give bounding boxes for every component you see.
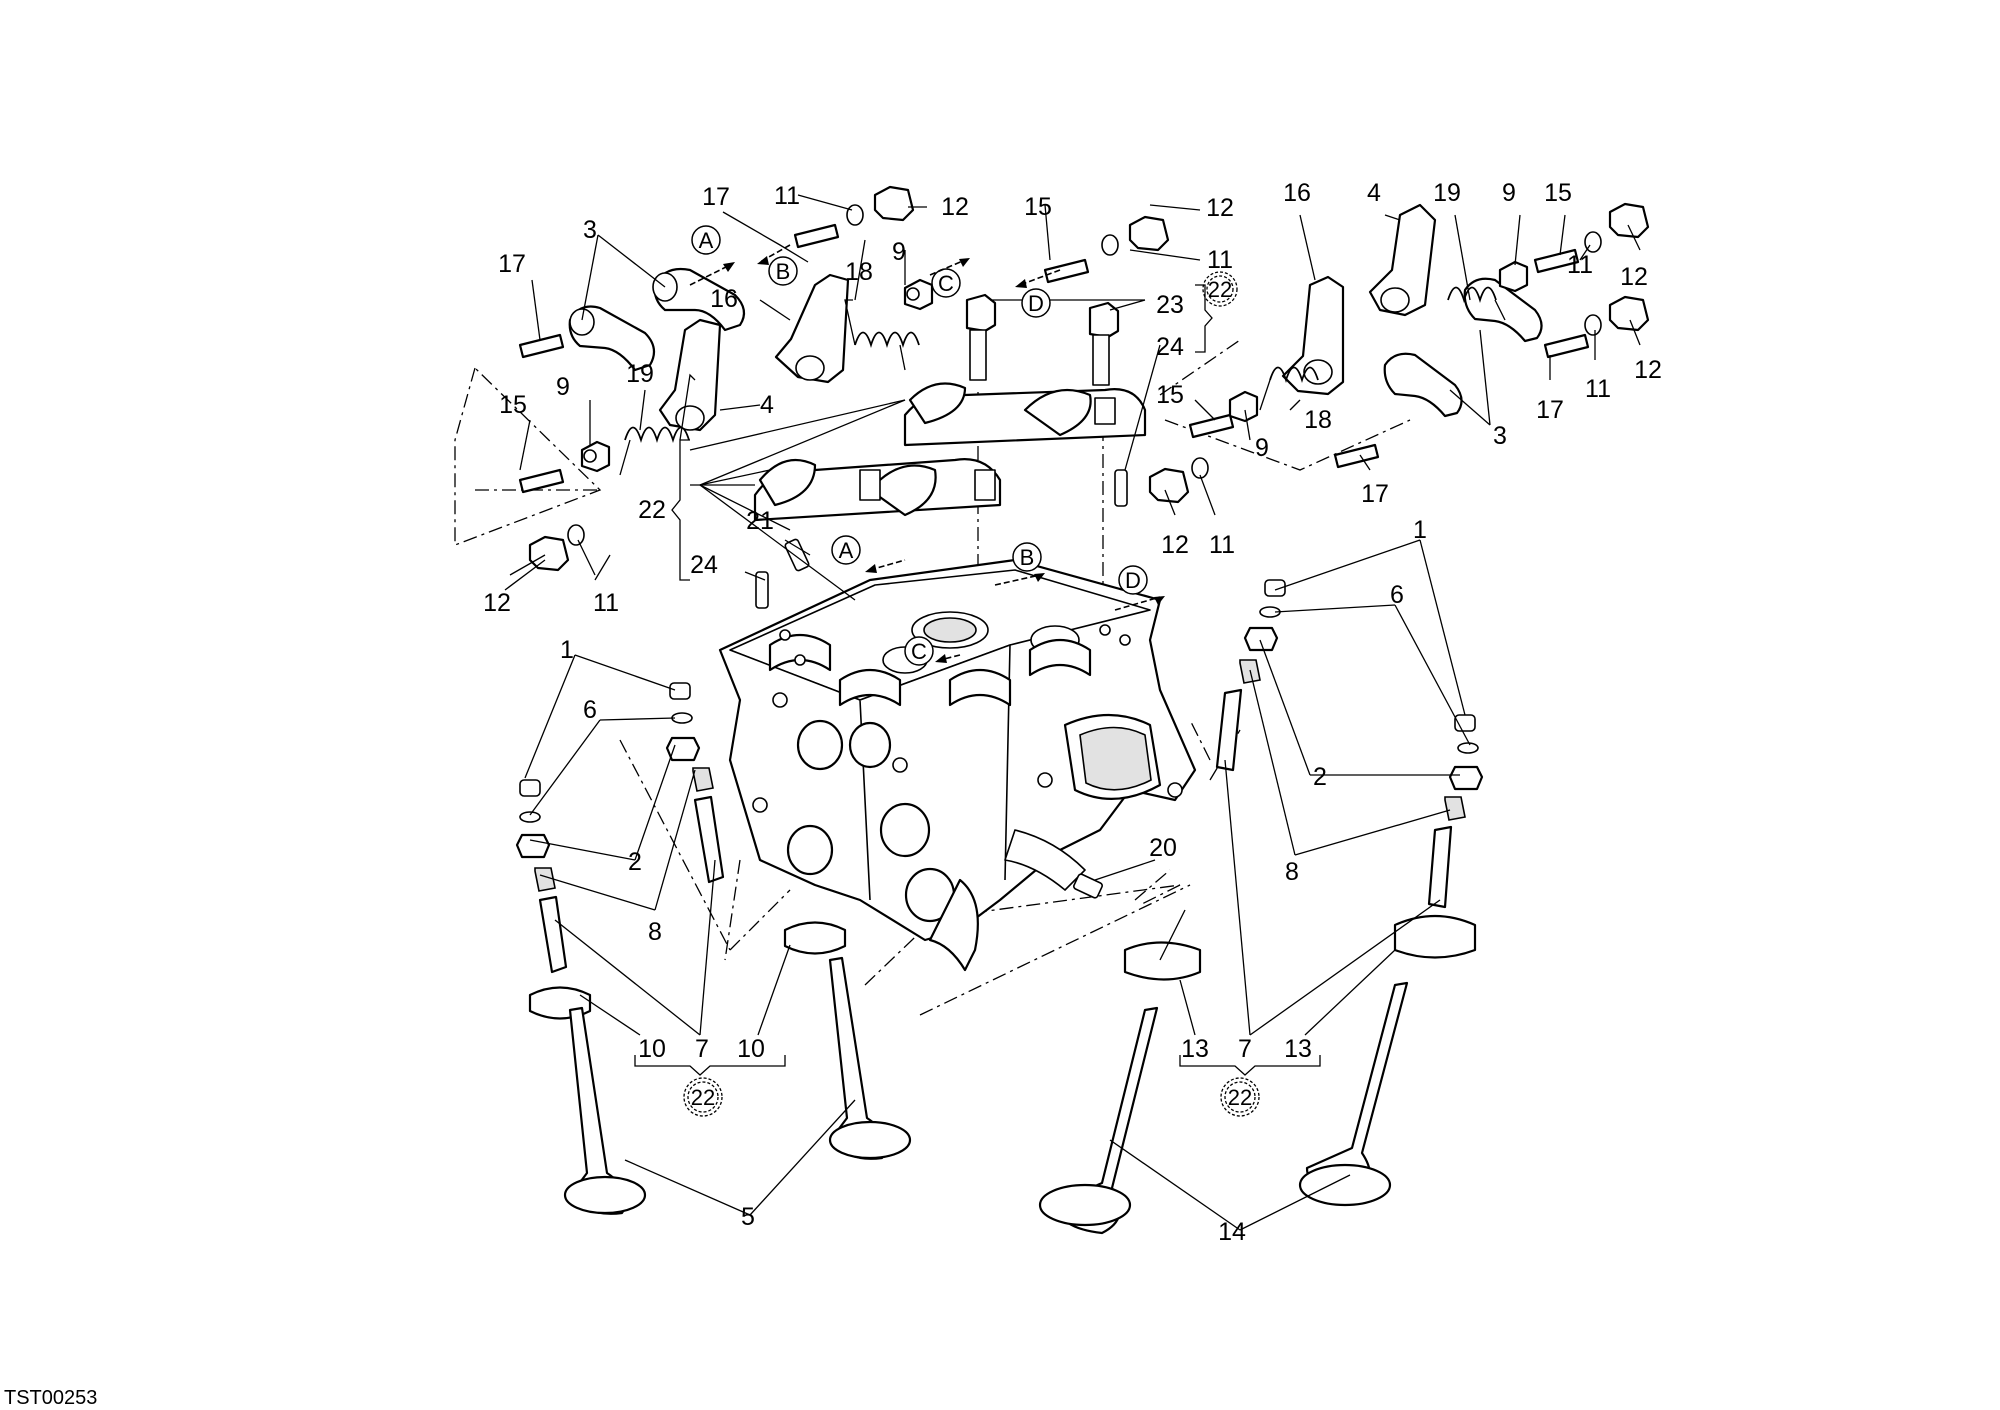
part-label: 9: [556, 373, 570, 401]
plugs: [784, 538, 1103, 899]
part-label: 19: [626, 360, 654, 388]
part-label: 6: [583, 696, 597, 724]
part-label: 18: [1304, 406, 1332, 434]
valve-train-right: [1038, 579, 1484, 1235]
part-label: 23: [1156, 291, 1184, 319]
part-label: 15: [1544, 179, 1572, 207]
part-label: 11: [1585, 375, 1611, 403]
section-letter-c: C: [938, 271, 954, 296]
part-label: 17: [1536, 396, 1564, 424]
part-label: 17: [1361, 480, 1389, 508]
valve-train-left: [515, 682, 912, 1215]
part-label: 9: [1255, 434, 1269, 462]
part-label: 15: [1156, 381, 1184, 409]
part-label: 14: [1218, 1218, 1246, 1246]
part-label: 15: [1024, 193, 1052, 221]
part-label: 13: [1284, 1035, 1312, 1063]
section-letter-a: A: [699, 228, 714, 253]
section-letter-d: D: [1028, 291, 1044, 316]
part-label: 11: [1567, 251, 1593, 279]
part-label: 13: [1181, 1035, 1209, 1063]
part-label: 7: [1238, 1035, 1252, 1063]
section-letter-c: C: [911, 639, 927, 664]
part-label: 7: [695, 1035, 709, 1063]
part-label: 1: [1413, 516, 1427, 544]
part-label: 12: [1161, 531, 1189, 559]
part-label: 21: [746, 507, 774, 535]
part-label: 12: [1620, 263, 1648, 291]
part-label: 11: [774, 182, 800, 210]
part-label: 15: [499, 391, 527, 419]
part-label: 24: [1156, 333, 1184, 361]
part-label: 18: [845, 258, 873, 286]
part-label: 16: [1283, 179, 1311, 207]
cam-caps: [753, 382, 1147, 522]
dowel-pins: [755, 469, 1128, 609]
part-label: 2: [628, 848, 642, 876]
part-label: 24: [690, 551, 718, 579]
part-label: 11: [593, 589, 619, 617]
part-label: 17: [702, 183, 730, 211]
section-letter-d: D: [1125, 568, 1141, 593]
part-label: 16: [710, 285, 738, 313]
part-label: 5: [741, 1203, 755, 1231]
drawing-code: TST00253: [4, 1387, 97, 1409]
assembly-lines: [454, 339, 1411, 1016]
cylinder-head: [718, 558, 1197, 972]
rocker-arms-right: [1148, 202, 1650, 504]
part-label: 22: [638, 496, 666, 524]
part-label: 9: [1502, 179, 1516, 207]
part-label: 2: [1313, 763, 1327, 791]
part-label: 17: [498, 250, 526, 278]
part-label: 12: [1634, 356, 1662, 384]
leader-lines: [504, 194, 1641, 1231]
part-label: 9: [892, 238, 906, 266]
part-label: 12: [483, 589, 511, 617]
part-label: 12: [1206, 194, 1234, 222]
part-label: 8: [648, 918, 662, 946]
section-letter-a: A: [839, 538, 854, 563]
section-refs: [683, 225, 1260, 1117]
part-label: 3: [1493, 422, 1507, 450]
part-label: 3: [583, 216, 597, 244]
part-label: 11: [1207, 246, 1233, 274]
cap-bolts: [965, 293, 1120, 386]
part-labels: 17 11 12 3 17 18 9 16 15 9 19 4 22 21 24…: [483, 179, 1662, 1246]
part-label: 19: [1433, 179, 1461, 207]
part-label: 12: [941, 193, 969, 221]
section-letter-b: B: [776, 259, 791, 284]
part-label: 10: [638, 1035, 666, 1063]
section-letters: A B C D A B D C: [699, 228, 1141, 664]
part-label: 11: [1209, 531, 1235, 559]
braces: [634, 284, 1321, 1076]
kit-label: 22: [691, 1085, 715, 1110]
kit-label: 22: [1228, 1085, 1252, 1110]
part-label: 4: [760, 391, 774, 419]
part-label: 6: [1390, 581, 1404, 609]
rocker-arms-left: [518, 185, 1170, 572]
part-label: 4: [1367, 179, 1381, 207]
part-label: 1: [560, 636, 574, 664]
section-letter-b: B: [1020, 545, 1035, 570]
part-label: 10: [737, 1035, 765, 1063]
part-label: 8: [1285, 858, 1299, 886]
kit-label: 22: [1208, 277, 1232, 302]
part-label: 20: [1149, 834, 1177, 862]
